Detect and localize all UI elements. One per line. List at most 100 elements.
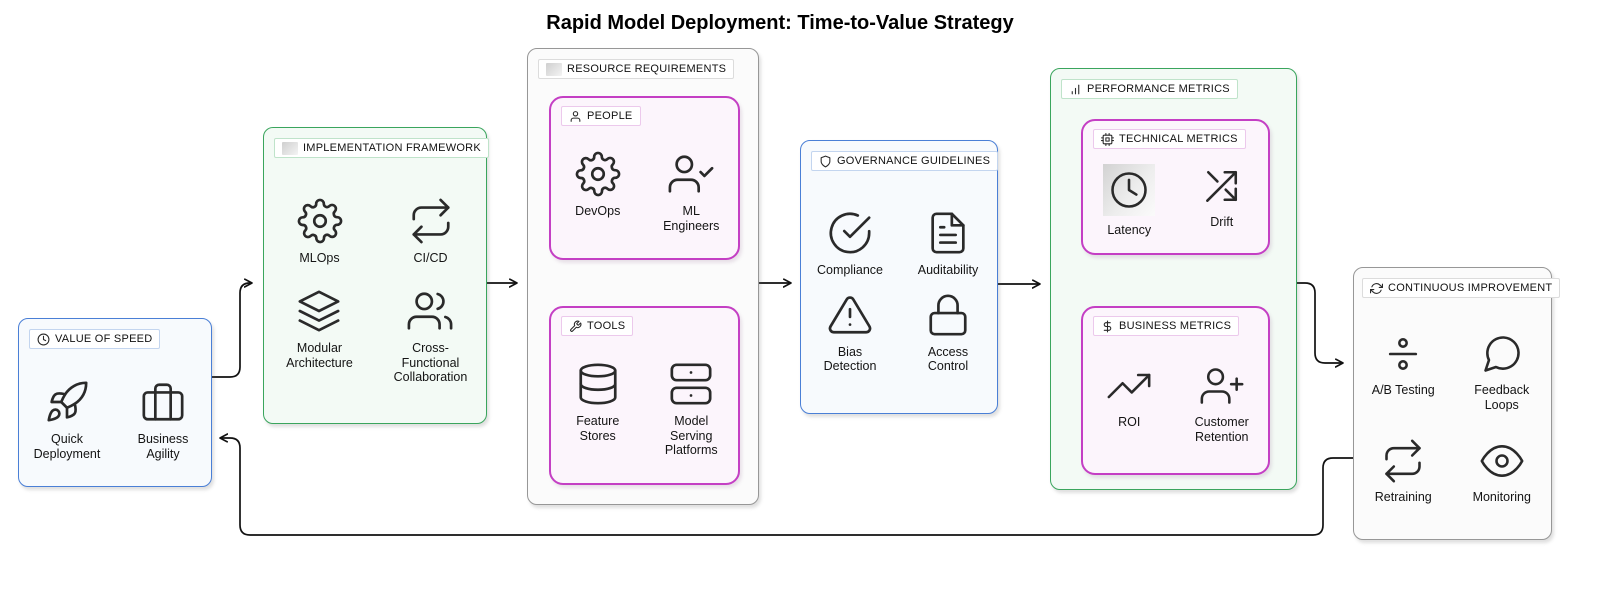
item-label: MLOps <box>299 251 340 265</box>
item-cross-functional-collaboration: Cross- Functional Collaboration <box>393 288 468 385</box>
badge-label: CONTINUOUS IMPROVEMENT <box>1388 282 1553 294</box>
repeat-arrows-icon <box>408 198 454 244</box>
item-label: Feedback Loops <box>1474 383 1530 413</box>
page-title: Rapid Model Deployment: Time-to-Value St… <box>546 12 1014 34</box>
items-business-metrics: ROI Customer Retention <box>1083 344 1268 465</box>
diverging-arrows-icon <box>1200 164 1244 208</box>
item-label: DevOps <box>575 203 621 218</box>
gear-icon <box>297 198 343 244</box>
badge-performance-metrics: PERFORMANCE METRICS <box>1061 79 1238 99</box>
item-modular-architecture: Modular Architecture <box>286 288 353 385</box>
item-compliance: Compliance <box>817 210 883 278</box>
item-ml-engineers: ML Engineers <box>663 151 719 234</box>
subgroup-technical-metrics: TECHNICAL METRICS Latency Drift <box>1081 119 1270 255</box>
clock-icon <box>37 333 50 346</box>
speech-bubble-icon <box>1480 332 1524 376</box>
item-label: ROI <box>1118 415 1141 430</box>
group-performance-metrics: PERFORMANCE METRICS TECHNICAL METRICS La… <box>1050 68 1297 490</box>
group-resource-requirements: RESOURCE REQUIREMENTS PEOPLE DevOps <box>527 48 759 505</box>
repeat-arrows-icon <box>1381 439 1425 483</box>
item-business-agility: Business Agility <box>137 379 189 462</box>
clock-icon <box>1103 164 1156 217</box>
item-label: CI/CD <box>413 251 448 265</box>
item-label: Model Serving Platforms <box>664 413 718 458</box>
items-tools: Feature Stores Model Serving Platforms <box>551 342 738 477</box>
badge-label: IMPLEMENTATION FRAMEWORK <box>303 142 481 154</box>
briefcase-icon <box>140 379 186 425</box>
wrench-icon <box>569 320 582 333</box>
badge-label: RESOURCE REQUIREMENTS <box>567 63 727 75</box>
item-label: Latency <box>1107 223 1152 238</box>
badge-label: TECHNICAL METRICS <box>1119 133 1238 145</box>
rocket-icon <box>44 379 90 425</box>
arrow-speed-to-implementation <box>210 283 252 378</box>
badge-label: PERFORMANCE METRICS <box>1087 83 1230 95</box>
item-ab-testing: A/B Testing <box>1372 332 1435 413</box>
item-label: Customer Retention <box>1194 415 1249 444</box>
server-icon <box>668 361 714 407</box>
item-label: Retraining <box>1374 489 1432 504</box>
item-label: Compliance <box>816 262 883 277</box>
items-value-of-speed: Quick Deployment Business Agility <box>19 363 211 478</box>
badge-tools: TOOLS <box>561 316 634 336</box>
bar-chart-icon <box>1069 83 1082 96</box>
item-auditability: Auditability <box>918 210 978 278</box>
item-quick-deployment: Quick Deployment <box>33 379 101 462</box>
arrow-performance-to-continuous <box>1295 282 1343 363</box>
layers-icon <box>296 288 342 334</box>
user-plus-icon <box>1200 364 1244 408</box>
item-label: ML Engineers <box>663 203 720 233</box>
dollar-icon <box>1101 320 1114 333</box>
database-icon <box>575 361 621 407</box>
badge-label: VALUE OF SPEED <box>55 333 153 345</box>
eye-icon <box>1480 439 1524 483</box>
badge-implementation-framework: IMPLEMENTATION FRAMEWORK <box>274 138 489 158</box>
items-people: DevOps ML Engineers <box>551 132 738 252</box>
badge-label: GOVERNANCE GUIDELINES <box>837 155 991 167</box>
shield-icon <box>819 155 832 168</box>
group-continuous-improvement: CONTINUOUS IMPROVEMENT A/B Testing Feedb… <box>1353 267 1561 540</box>
group-governance-guidelines: GOVERNANCE GUIDELINES Compliance Auditab… <box>800 140 999 414</box>
lock-icon <box>925 292 971 338</box>
item-label: Monitoring <box>1472 489 1531 504</box>
item-label: Cross- Functional Collaboration <box>393 340 468 385</box>
item-bias-detection: Bias Detection <box>824 292 876 375</box>
badge-continuous-improvement: CONTINUOUS IMPROVEMENT <box>1362 278 1561 298</box>
subgroup-people: PEOPLE DevOps ML Engineers <box>549 96 740 260</box>
item-customer-retention: Customer Retention <box>1195 364 1249 445</box>
item-label: Quick Deployment <box>33 432 101 461</box>
item-roi: ROI <box>1107 364 1151 445</box>
badge-resource-requirements: RESOURCE REQUIREMENTS <box>538 59 735 79</box>
placeholder-icon <box>282 141 298 155</box>
item-latency: Latency <box>1103 164 1156 238</box>
item-label: Auditability <box>917 262 979 277</box>
user-check-icon <box>668 151 714 197</box>
item-label: Business Agility <box>137 432 189 461</box>
person-icon <box>569 110 582 123</box>
badge-business-metrics: BUSINESS METRICS <box>1093 316 1240 336</box>
item-label: Access Control <box>927 344 969 374</box>
item-feedback-loops: Feedback Loops <box>1474 332 1529 413</box>
item-drift: Drift <box>1200 164 1244 238</box>
item-feature-stores: Feature Stores <box>575 361 621 458</box>
check-circle-icon <box>827 210 873 256</box>
cpu-icon <box>1101 132 1114 146</box>
divide-icon <box>1381 332 1425 376</box>
badge-technical-metrics: TECHNICAL METRICS <box>1093 129 1246 149</box>
item-retraining: Retraining <box>1375 439 1432 505</box>
item-cicd: CI/CD <box>408 198 454 266</box>
subgroup-business-metrics: BUSINESS METRICS ROI Customer Retention <box>1081 306 1270 475</box>
placeholder-icon <box>546 62 562 76</box>
badge-label: BUSINESS METRICS <box>1119 320 1232 332</box>
items-implementation-framework: MLOps CI/CD Modular Architecture Cross- … <box>264 172 486 411</box>
item-model-serving-platforms: Model Serving Platforms <box>665 361 718 458</box>
subgroup-tools: TOOLS Feature Stores Model Serving Platf… <box>549 306 740 485</box>
badge-value-of-speed: VALUE OF SPEED <box>29 329 161 349</box>
items-continuous-improvement: A/B Testing Feedback Loops Retraining Mo… <box>1354 310 1551 527</box>
badge-governance-guidelines: GOVERNANCE GUIDELINES <box>811 151 999 171</box>
items-governance: Compliance Auditability Bias Detection A… <box>801 181 997 403</box>
group-value-of-speed: VALUE OF SPEED Quick Deployment Business… <box>18 318 212 487</box>
item-label: A/B Testing <box>1371 383 1435 398</box>
item-mlops: MLOps <box>297 198 343 266</box>
